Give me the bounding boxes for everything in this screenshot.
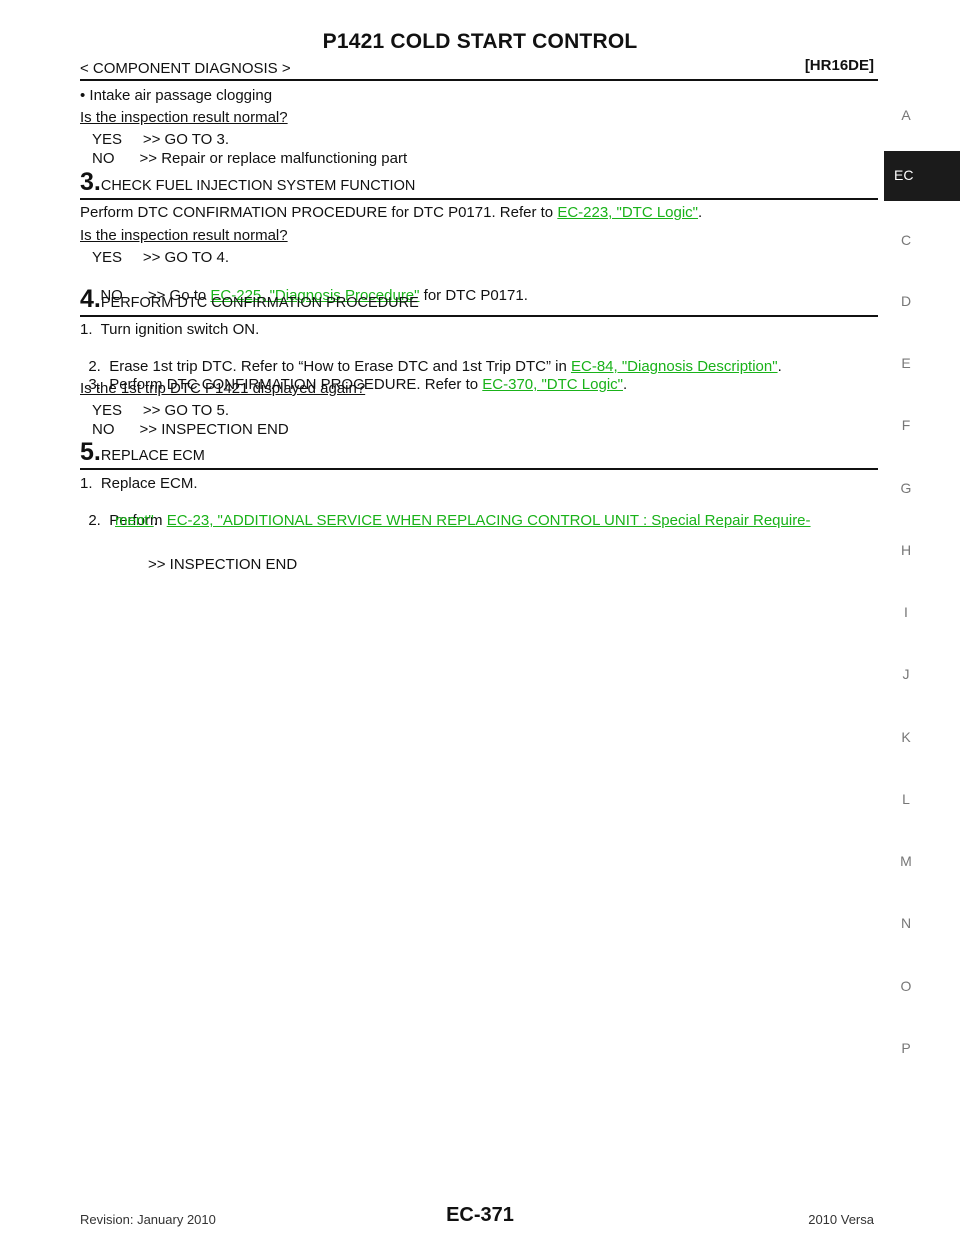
bullet-item: • Intake air passage clogging — [80, 87, 273, 104]
sidebar-item-n[interactable]: N — [900, 915, 912, 931]
revision-date: Revision: January 2010 — [80, 1212, 216, 1227]
inspection-question-1: Is the inspection result normal? — [80, 109, 288, 126]
sidebar-item-ec-active[interactable]: EC — [884, 151, 960, 201]
sidebar-item-l[interactable]: L — [902, 791, 910, 807]
link-ec-23-additional-service-continued[interactable]: ment" — [115, 512, 154, 529]
sidebar-item-k[interactable]: K — [901, 729, 911, 745]
step-5-item-2: 2. Perform EC-23, "ADDITIONAL SERVICE WH… — [80, 492, 811, 530]
punctuation: . — [777, 358, 782, 375]
item-text: 2. Erase 1st trip DTC. Refer to “How to … — [88, 358, 571, 375]
header-divider — [80, 79, 878, 81]
step-4-item-1: 1. Turn ignition switch ON. — [80, 321, 260, 338]
inspection-question-2: Is the inspection result normal? — [80, 227, 288, 244]
item-text: 3. Perform DTC CONFIRMATION PROCEDURE. R… — [88, 376, 483, 393]
step-title: CHECK FUEL INJECTION SYSTEM FUNCTION — [100, 178, 416, 194]
punctuation: . — [153, 512, 158, 529]
sidebar-item-m[interactable]: M — [900, 853, 912, 869]
item-text: 2. Perform — [88, 512, 167, 529]
answer-suffix: for DTC P0171. — [419, 287, 528, 304]
page-number: EC-371 — [446, 1204, 514, 1226]
link-ec-23-additional-service[interactable]: EC-23, "ADDITIONAL SERVICE WHEN REPLACIN… — [166, 512, 811, 529]
sidebar-item-a[interactable]: A — [901, 107, 911, 123]
step-5-item-2-continued: ment". — [115, 511, 158, 530]
answer-yes-1: YES >> GO TO 3. — [92, 131, 230, 148]
link-ec-223-dtc-logic[interactable]: EC-223, "DTC Logic" — [557, 204, 699, 221]
final-result: >> INSPECTION END — [148, 556, 298, 573]
punctuation: . — [698, 204, 703, 221]
step-number: 4. — [80, 285, 101, 313]
sidebar-item-o[interactable]: O — [900, 978, 912, 994]
sidebar-item-c[interactable]: C — [900, 232, 912, 248]
step-5-heading: 5.REPLACE ECM — [80, 438, 205, 467]
sidebar-item-e[interactable]: E — [901, 355, 911, 371]
vehicle-model: 2010 Versa — [808, 1212, 874, 1227]
step-4-item-3: 3. Perform DTC CONFIRMATION PROCEDURE. R… — [80, 356, 627, 394]
step-3-instruction: Perform DTC CONFIRMATION PROCEDURE for D… — [80, 203, 702, 222]
step-number: 3. — [80, 168, 101, 196]
step-5-divider — [80, 468, 878, 470]
step-title: PERFORM DTC CONFIRMATION PROCEDURE — [100, 295, 419, 311]
sidebar-item-d[interactable]: D — [900, 293, 912, 309]
instruction-text: Perform DTC CONFIRMATION PROCEDURE for D… — [80, 204, 558, 221]
sidebar-item-i[interactable]: I — [904, 604, 908, 620]
step-3-heading: 3.CHECK FUEL INJECTION SYSTEM FUNCTION — [80, 168, 415, 197]
link-ec-370-dtc-logic[interactable]: EC-370, "DTC Logic" — [482, 376, 623, 393]
link-ec-84-diagnosis-description[interactable]: EC-84, "Diagnosis Description" — [570, 358, 778, 375]
answer-no-2: NO >> Go to EC-225, "Diagnosis Procedure… — [92, 267, 528, 305]
sidebar-item-j[interactable]: J — [902, 666, 910, 682]
step-4-divider — [80, 315, 878, 317]
step-3-divider — [80, 198, 878, 200]
punctuation: . — [622, 376, 628, 393]
answer-yes-2: YES >> GO TO 4. — [92, 249, 230, 266]
step-4-heading: 4.PERFORM DTC CONFIRMATION PROCEDURE — [80, 285, 419, 314]
section-label: < COMPONENT DIAGNOSIS > — [80, 60, 291, 77]
inspection-question-3: Is the 1st trip DTC P1421 displayed agai… — [80, 380, 366, 397]
sidebar-item-label: EC — [894, 167, 914, 183]
step-4-item-2: 2. Erase 1st trip DTC. Refer to “How to … — [80, 338, 782, 376]
page-title: P1421 COLD START CONTROL — [322, 30, 638, 53]
sidebar-item-p[interactable]: P — [901, 1040, 911, 1056]
step-number: 5. — [80, 438, 101, 466]
sidebar-item-g[interactable]: G — [900, 480, 912, 496]
engine-model: [HR16DE] — [804, 57, 874, 74]
answer-no-1: NO >> Repair or replace malfunctioning p… — [92, 150, 408, 167]
answer-text: NO >> Go to — [100, 287, 211, 304]
answer-yes-3: YES >> GO TO 5. — [92, 402, 230, 419]
step-5-item-1: 1. Replace ECM. — [80, 475, 198, 492]
sidebar-item-f[interactable]: F — [901, 417, 911, 433]
link-ec-225-diagnosis-procedure[interactable]: EC-225, "Diagnosis Procedure" — [210, 287, 420, 304]
step-title: REPLACE ECM — [100, 448, 205, 464]
answer-no-3: NO >> INSPECTION END — [92, 421, 289, 438]
sidebar-item-h[interactable]: H — [900, 542, 912, 558]
